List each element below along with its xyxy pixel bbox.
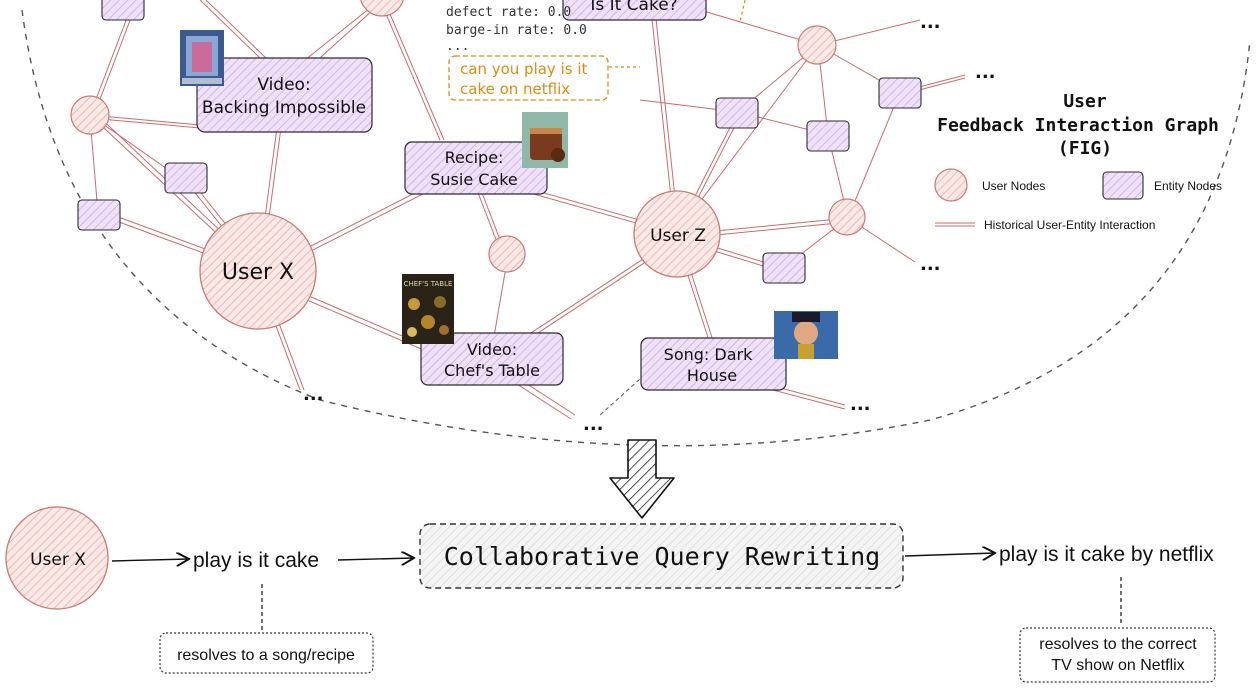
ellipsis: ... bbox=[920, 12, 941, 33]
ellipsis: ... bbox=[303, 384, 324, 405]
entity-label: House bbox=[687, 366, 737, 385]
input-note: resolves to a song/recipe bbox=[159, 632, 374, 674]
entity-label: Chef's Table bbox=[444, 361, 540, 380]
user-node bbox=[797, 25, 837, 65]
user-x-label: User X bbox=[222, 260, 294, 285]
user-nodes bbox=[70, 0, 866, 330]
entity-label: Susie Cake bbox=[430, 170, 518, 189]
process-box: Collaborative Query Rewriting bbox=[419, 523, 904, 589]
user-node bbox=[70, 95, 110, 135]
pipeline-user-node bbox=[5, 506, 109, 610]
metric-more: ... bbox=[446, 39, 469, 54]
output-note: resolves to the correct TV show on Netfl… bbox=[1019, 627, 1216, 683]
query-note: can you play is it cake on netflix bbox=[448, 0, 746, 101]
user-node bbox=[360, 0, 404, 17]
fig-title-line: Feedback Interaction Graph bbox=[937, 115, 1219, 136]
down-arrow bbox=[609, 439, 675, 519]
ellipsis: ... bbox=[583, 414, 604, 435]
entity-label: Video: bbox=[257, 75, 310, 95]
entity-node bbox=[715, 97, 759, 129]
user-z-label: User Z bbox=[650, 226, 706, 246]
arrow bbox=[337, 558, 414, 560]
ellipsis: ... bbox=[975, 62, 996, 83]
query-note-line: cake on netflix bbox=[460, 80, 570, 98]
entity-susie-cake: Recipe: Susie Cake bbox=[404, 141, 548, 195]
graph-boundary bbox=[21, 9, 1251, 447]
query-note-line: can you play is it bbox=[460, 60, 587, 78]
entity-label: Recipe: bbox=[445, 148, 504, 167]
user-node bbox=[488, 235, 526, 273]
thumbnail-cake bbox=[522, 112, 568, 168]
fig-title-line: (FIG) bbox=[1058, 138, 1112, 159]
entity-chefs-table: Video: Chef's Table bbox=[420, 332, 564, 386]
thumbnail-backing-impossible bbox=[180, 30, 224, 86]
legend-entity-nodes: Entity Nodes bbox=[1154, 179, 1222, 193]
entity-label: Song: Dark bbox=[664, 345, 753, 364]
entity-node bbox=[806, 120, 850, 152]
fig-title: User Feedback Interaction Graph (FIG) bbox=[937, 91, 1219, 159]
entity-is-it-cake: Is It Cake? bbox=[562, 0, 707, 21]
input-query: play is it cake bbox=[193, 549, 319, 572]
output-note-line: resolves to the correct bbox=[1039, 636, 1197, 653]
entity-node bbox=[878, 77, 922, 109]
output-query: play is it cake by netflix bbox=[999, 543, 1214, 566]
entity-label: Backing Impossible bbox=[202, 98, 366, 118]
entity-dark-house: Song: Dark House bbox=[640, 337, 787, 391]
user-node-x bbox=[199, 212, 317, 330]
arrow bbox=[904, 553, 995, 556]
ellipsis: ... bbox=[920, 254, 941, 275]
thumbnail-caption: CHEF'S TABLE bbox=[404, 280, 453, 288]
process-label: Collaborative Query Rewriting bbox=[444, 542, 881, 571]
metric-defect-rate: defect rate: 0.0 bbox=[446, 5, 571, 20]
thumbnail-dark-house bbox=[774, 311, 838, 359]
legend-user-node-swatch bbox=[934, 168, 968, 202]
entity-nodes bbox=[77, 0, 922, 284]
entity-label: Is It Cake? bbox=[590, 0, 677, 15]
user-node-z bbox=[633, 190, 721, 278]
entity-label: Video: bbox=[467, 340, 517, 359]
input-note-text: resolves to a song/recipe bbox=[177, 647, 355, 664]
legend-entity-node-swatch bbox=[1102, 171, 1144, 200]
metric-barge-in-rate: barge-in rate: 0.0 bbox=[446, 23, 587, 38]
output-note-line: TV show on Netflix bbox=[1051, 657, 1184, 674]
ellipsis: ... bbox=[850, 394, 871, 415]
entity-backing-impossible: Video: Backing Impossible bbox=[196, 57, 373, 133]
arrow bbox=[111, 559, 189, 561]
user-node bbox=[828, 198, 866, 236]
entity-node bbox=[77, 199, 121, 231]
pipeline-user-label: User X bbox=[30, 550, 86, 570]
thumbnail-chefs-table: CHEF'S TABLE bbox=[402, 274, 454, 344]
fig-title-line: User bbox=[1063, 91, 1107, 112]
entity-node bbox=[762, 252, 806, 284]
legend-user-nodes: User Nodes bbox=[982, 179, 1045, 193]
legend: User Nodes Entity Nodes Historical User-… bbox=[934, 168, 1222, 232]
entity-node bbox=[101, 0, 145, 21]
entity-node bbox=[164, 162, 208, 194]
legend-interaction: Historical User-Entity Interaction bbox=[984, 218, 1155, 232]
